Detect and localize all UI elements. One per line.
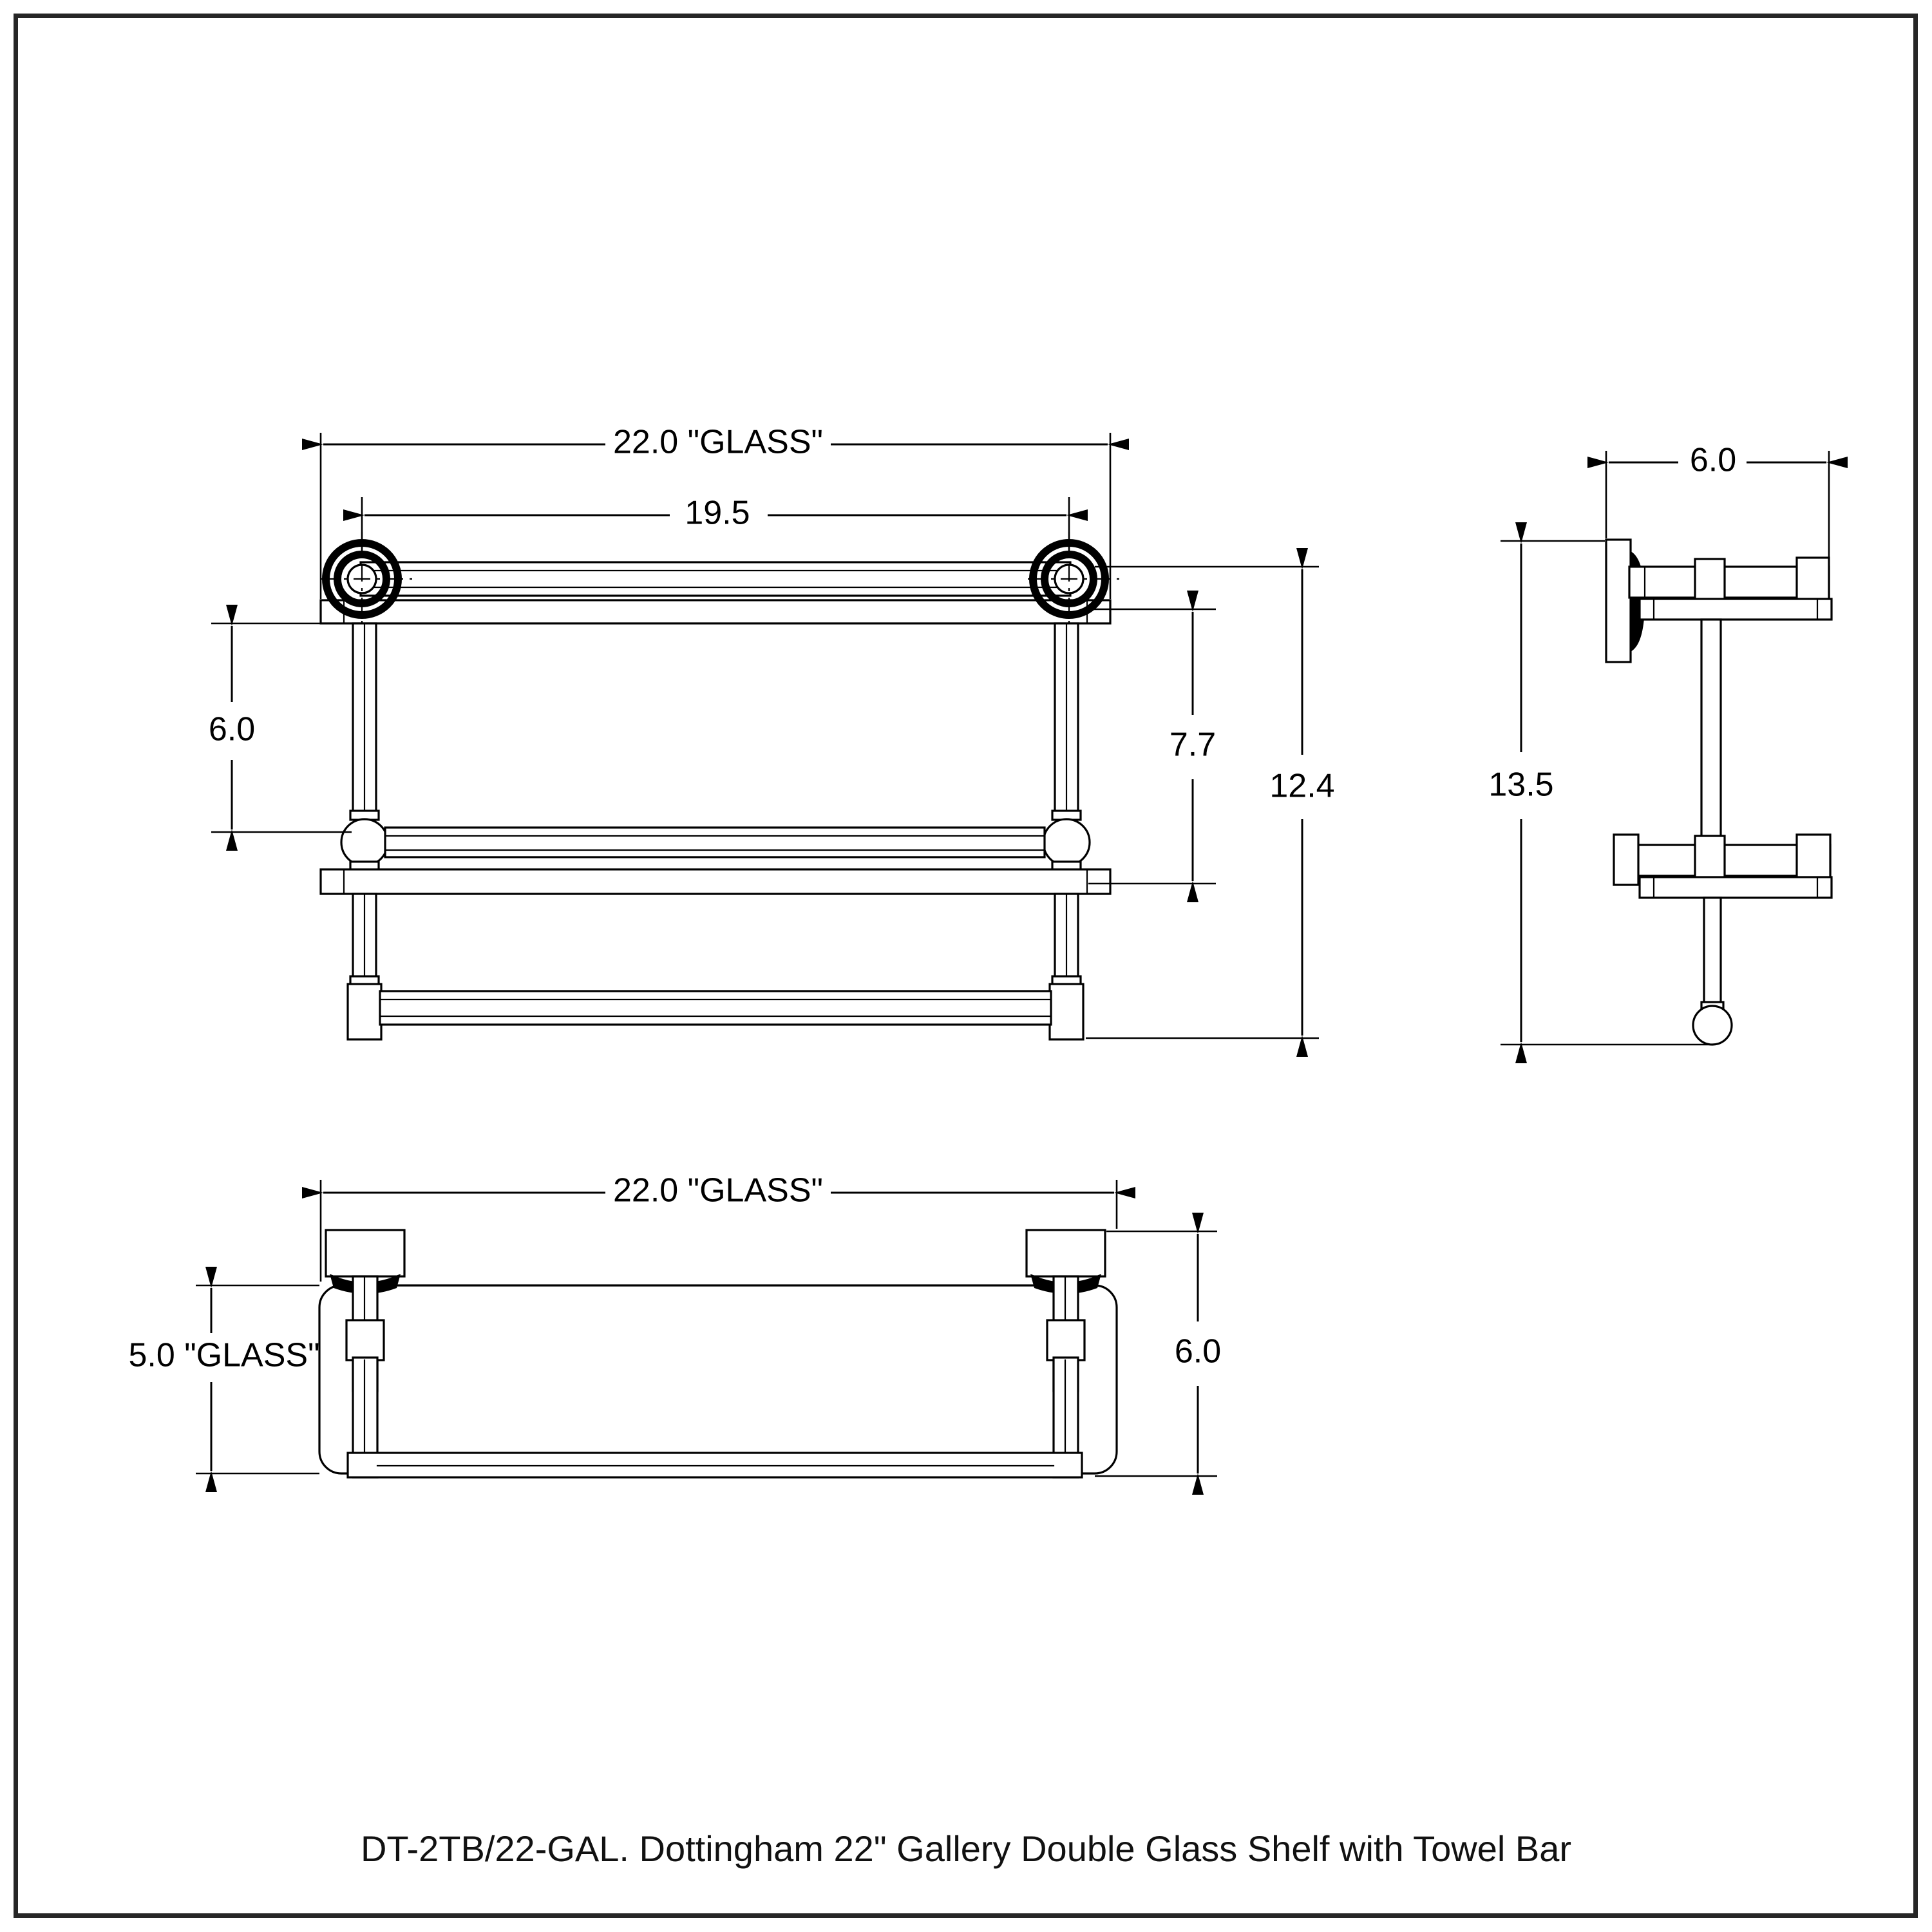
drawing-caption: DT-2TB/22-GAL. Dottingham 22" Gallery Do… [360, 1828, 1572, 1869]
plan-left-post [345, 1275, 385, 1479]
dim-label-front-glass-width: 22.0 "GLASS" [613, 424, 823, 461]
side-elevation-view: 6.0 13.5 [1488, 442, 1848, 1063]
towel-bar [379, 990, 1052, 1026]
dim-side-height: 13.5 [1488, 522, 1710, 1063]
dim-label-front-overall-height: 12.4 [1269, 768, 1334, 805]
right-ball-joint [1042, 810, 1091, 872]
left-ball-joint [340, 810, 389, 872]
upper-gallery-rail [359, 561, 1072, 597]
right-upper-post [1054, 622, 1079, 817]
right-lower-post [1051, 893, 1082, 987]
dim-label-side-height: 13.5 [1488, 766, 1553, 804]
dim-label-plan-depth: 6.0 [1175, 1333, 1221, 1370]
dim-label-plan-glass-depth: 5.0 "GLASS" [128, 1337, 319, 1374]
plan-view: 22.0 "GLASS" 5.0 "GLASS" 6.0 [128, 1172, 1221, 1495]
dim-label-plan-glass-width: 22.0 "GLASS" [613, 1172, 823, 1209]
dim-front-shelf-gap: 6.0 [209, 605, 352, 851]
plan-glass-plate [318, 1284, 1118, 1475]
front-elevation-view: 22.0 "GLASS" 19.5 6.0 [209, 424, 1335, 1057]
dim-side-depth: 6.0 [1587, 442, 1848, 558]
side-lower-shelf [1638, 876, 1833, 899]
dim-label-front-shelf-gap: 6.0 [209, 711, 255, 748]
dim-front-overall-height: 12.4 [1086, 548, 1335, 1057]
left-upper-post [352, 622, 377, 817]
left-towel-bar-foot [346, 983, 383, 1041]
upper-glass-shelf [319, 599, 1112, 625]
plan-right-post [1046, 1275, 1086, 1479]
side-center-post [1700, 618, 1722, 860]
dim-front-shelf-to-shelf: 7.7 [1088, 591, 1216, 902]
plan-left-flange [325, 1229, 406, 1294]
dim-label-front-rail-width: 19.5 [685, 495, 750, 532]
side-upper-shelf [1638, 598, 1833, 621]
wall-mount-flange [1605, 538, 1645, 663]
left-lower-post [349, 893, 380, 987]
lower-glass-shelf [319, 868, 1112, 895]
middle-gallery-rail [384, 826, 1046, 858]
dim-plan-glass-width: 22.0 "GLASS" [302, 1172, 1135, 1282]
plan-towel-bar [346, 1452, 1083, 1479]
dim-front-rail-width: 19.5 [343, 495, 1088, 554]
dim-label-side-depth: 6.0 [1690, 442, 1736, 479]
dim-label-front-shelf-to-shelf: 7.7 [1170, 726, 1216, 764]
dim-front-glass-width: 22.0 "GLASS" [302, 424, 1129, 599]
side-lower-post [1692, 896, 1733, 1046]
right-towel-bar-foot [1048, 983, 1084, 1041]
dim-plan-glass-depth: 5.0 "GLASS" [128, 1267, 320, 1492]
dim-plan-depth: 6.0 [1095, 1213, 1221, 1495]
